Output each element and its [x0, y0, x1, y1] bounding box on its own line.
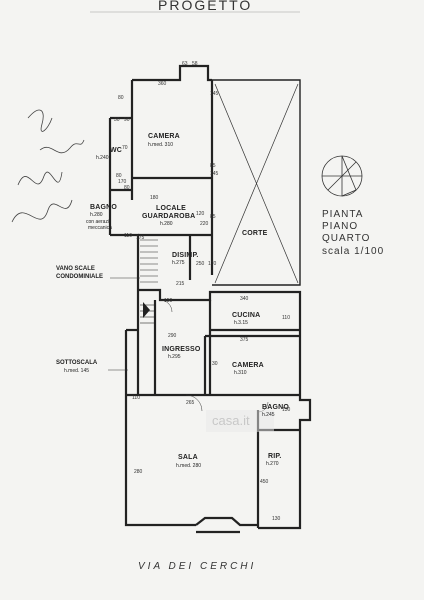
- room-camera-top-height: h.med. 310: [148, 142, 174, 148]
- room-locale-height: h.280: [160, 221, 173, 227]
- dim-label: 220: [200, 221, 209, 227]
- dim-label: 280: [134, 469, 143, 475]
- dim-label: 80: [116, 173, 122, 179]
- dim-label: 170: [208, 261, 217, 267]
- page-title: PROGETTO: [158, 0, 253, 13]
- signature-icon: [11, 109, 85, 223]
- dim-label: 250: [196, 261, 205, 267]
- dim-label: 90: [124, 117, 130, 123]
- legend-line-1: PIANTA: [322, 209, 364, 220]
- room-sala: SALA: [178, 454, 198, 461]
- dim-label: 145: [210, 91, 219, 97]
- dim-label: 80: [124, 185, 130, 191]
- room-camera-mid: CAMERA: [232, 362, 264, 369]
- room-guardaroba: GUARDAROBA: [142, 213, 196, 220]
- legend-line-3: QUARTO: [322, 233, 371, 244]
- room-bagno-top-note1: con aerazi: [86, 219, 110, 225]
- dim-label: 30: [212, 361, 218, 367]
- room-bagno-top: BAGNO: [90, 204, 118, 211]
- dim-label: 130: [282, 407, 291, 413]
- street-name: VIA DEI CERCHI: [138, 561, 257, 572]
- room-sala-height: h.med. 280: [176, 463, 202, 469]
- room-locale: LOCALE: [156, 205, 186, 212]
- dim-label: 80: [118, 95, 124, 101]
- walls: [108, 64, 312, 534]
- dim-label: 85: [210, 214, 216, 220]
- room-ingresso: INGRESSO: [162, 346, 201, 353]
- room-bagno-top-height: h.280: [90, 212, 103, 218]
- dim-label: 85: [210, 163, 216, 169]
- dim-label: 360: [158, 81, 167, 87]
- room-cucina-height: h.3.15: [234, 320, 248, 326]
- dim-label: 110: [132, 395, 140, 401]
- dim-label: 265: [186, 400, 195, 406]
- room-sottoscala-height: h.med. 145: [64, 368, 90, 374]
- room-camera-mid-height: h.310: [234, 370, 247, 376]
- stair-treads: [140, 239, 158, 324]
- dim-label: 70: [122, 145, 128, 151]
- vano-scale-line1: VANO SCALE: [56, 266, 95, 272]
- room-bagno-top-note2: meccanica: [88, 225, 112, 231]
- vano-scale-line2: CONDOMINIALE: [56, 274, 103, 280]
- dim-label: 145: [210, 171, 219, 177]
- dim-label: 180: [150, 195, 159, 201]
- dim-label: 340: [240, 296, 249, 302]
- dim-label: 175: [136, 235, 145, 241]
- legend-line-2: PIANO: [322, 221, 359, 232]
- corte-cross: [214, 83, 299, 284]
- room-cucina: CUCINA: [232, 312, 261, 319]
- room-camera-top: CAMERA: [148, 133, 180, 140]
- stair-arrow: [143, 302, 150, 318]
- room-disimp-height: h.275: [172, 260, 185, 266]
- room-ingresso-height: h.295: [168, 354, 181, 360]
- room-rip-height: h.270: [266, 461, 279, 467]
- dim-label: 215: [176, 281, 185, 287]
- room-wc-height: h.240: [96, 155, 109, 161]
- dim-label: 110: [282, 315, 290, 321]
- dim-label: 30: [114, 117, 120, 123]
- dim-label: 120: [196, 211, 205, 217]
- room-sottoscala: SOTTOSCALA: [56, 360, 98, 366]
- room-wc: WC: [110, 147, 123, 154]
- room-bagno-low: BAGNO: [262, 404, 290, 411]
- dim-label: 290: [168, 333, 177, 339]
- compass-icon: [321, 155, 363, 197]
- dim-label: 63: [182, 61, 188, 67]
- room-disimp: DISIMP.: [172, 252, 199, 259]
- room-corte: CORTE: [242, 230, 268, 237]
- dim-label: 58: [192, 61, 198, 67]
- dim-label: 110: [124, 233, 132, 239]
- room-bagno-low-height: h.245: [262, 412, 275, 418]
- dim-label: 130: [272, 516, 281, 522]
- dim-label: 450: [260, 479, 269, 485]
- dim-label: 375: [240, 337, 249, 343]
- watermark-logo: casa.it: [212, 413, 250, 428]
- room-rip: RIP.: [268, 453, 282, 460]
- legend-scale: scala 1/100: [322, 246, 385, 257]
- dim-label: 170: [118, 179, 127, 185]
- dim-label: 150: [164, 298, 173, 304]
